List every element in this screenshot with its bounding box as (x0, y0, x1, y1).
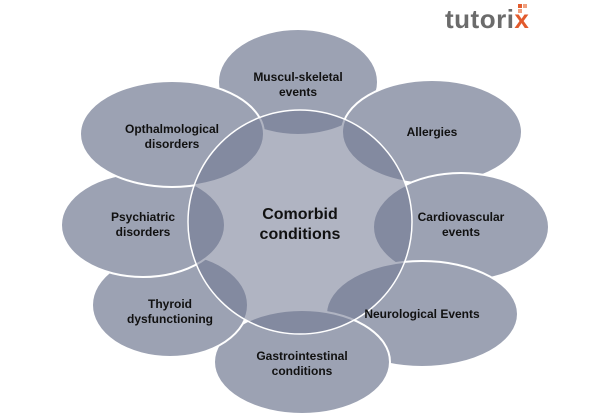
logo-main-text: tutori (445, 4, 515, 34)
center-circle (187, 109, 413, 335)
node-label-gastrointestinal: Gastrointestinal conditions (256, 349, 348, 378)
node-label-psychiatric: Psychiatric disorders (110, 210, 176, 239)
node-label-muscul-skeletal: Muscul-skeletal events (253, 70, 343, 99)
logo-dots-icon (518, 4, 527, 13)
node-label-thyroid: Thyroid dysfunctioning (127, 297, 213, 326)
tutorix-logo: tutorix (445, 4, 529, 35)
node-label-allergies: Allergies (406, 125, 458, 139)
node-label-cardiovascular: Cardiovascular events (417, 210, 505, 239)
center-label: Comorbid conditions (259, 206, 341, 243)
node-label-opthalmological: Opthalmological disorders (124, 122, 219, 151)
node-label-neurological: Neurological Events (364, 307, 480, 321)
